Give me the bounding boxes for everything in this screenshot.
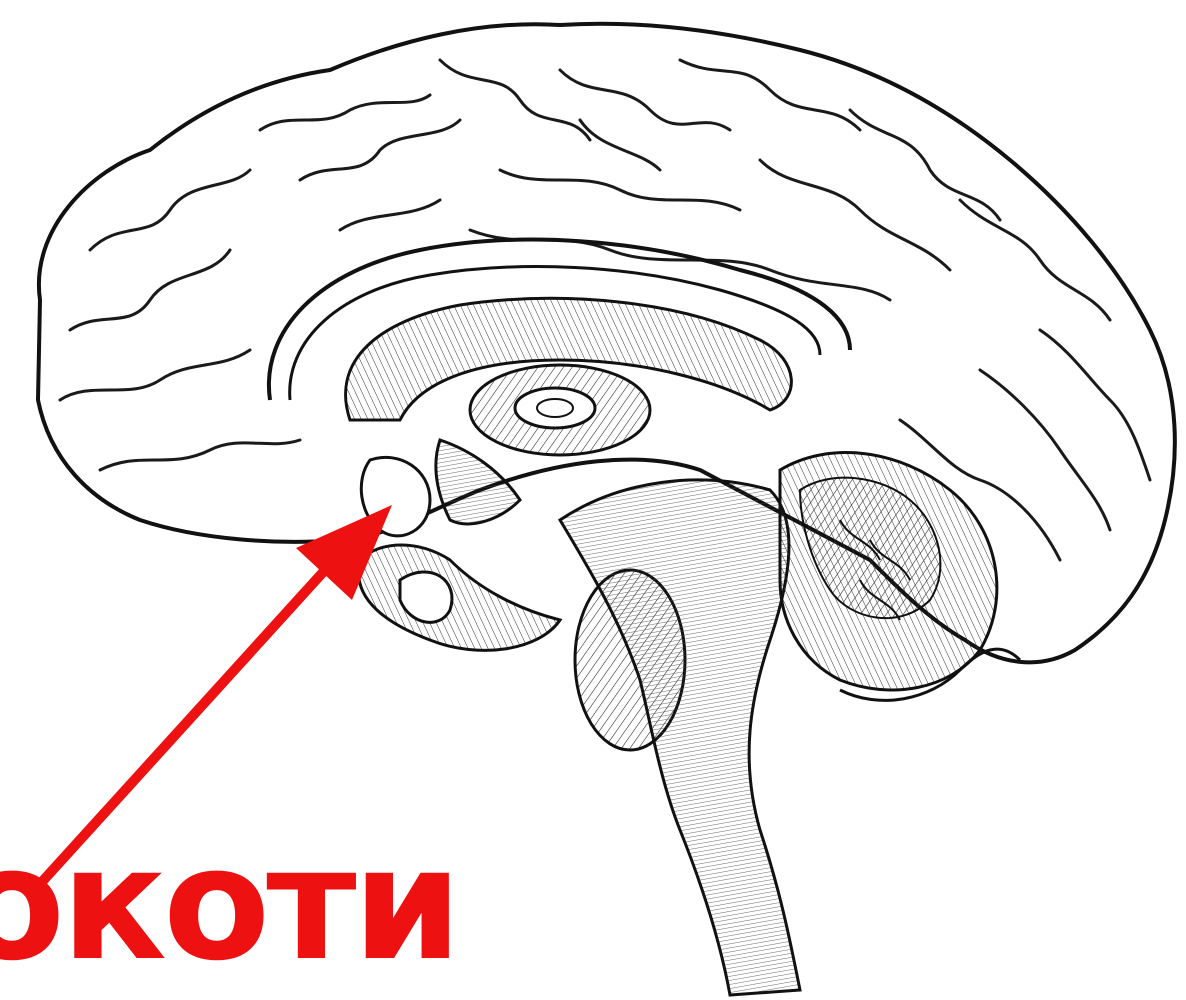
temporal-lobe (358, 545, 560, 650)
annotation-label: окоти (0, 826, 458, 982)
brainstem (560, 480, 800, 995)
